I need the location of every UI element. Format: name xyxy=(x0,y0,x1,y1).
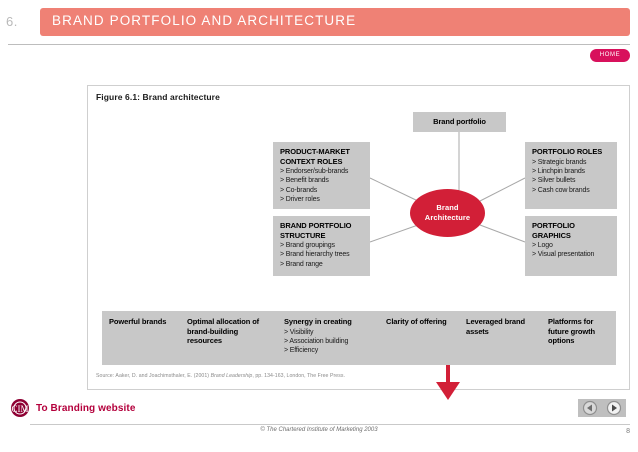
navigation-bar xyxy=(578,399,626,417)
source-title: Brand Leadership xyxy=(210,373,253,379)
node-list-item: > Logo xyxy=(532,242,553,249)
outcome-platforms-for-future-growth: Platforms for future growth options xyxy=(541,311,616,365)
connector-lines xyxy=(369,132,526,243)
node-title-line2: GRAPHICS xyxy=(532,230,571,240)
node-title-line1: BRAND PORTFOLIO xyxy=(280,221,352,230)
node-brand-portfolio-title: Brand portfolio xyxy=(433,117,486,126)
node-list-item: > Co-brands xyxy=(280,186,318,194)
footer-divider xyxy=(30,424,630,425)
branding-website-label: To Branding website xyxy=(36,402,136,414)
node-title-line2: STRUCTURE xyxy=(280,230,326,240)
page-number: 8 xyxy=(626,428,630,435)
header-title-bar: BRAND PORTFOLIO AND ARCHITECTURE xyxy=(40,8,630,36)
node-brand-portfolio: Brand portfolio xyxy=(413,112,506,132)
node-list-item: > Brand groupings xyxy=(280,242,335,249)
outcome-list-item: > Efficiency xyxy=(284,347,319,355)
center-node-brand-architecture: Brand Architecture xyxy=(410,189,485,237)
node-item-list: > Logo > Visual presentation xyxy=(532,241,611,260)
outcome-leveraged-brand-assets: Leveraged brand assets xyxy=(459,311,541,365)
branding-website-link[interactable]: CIM To Branding website xyxy=(10,398,136,418)
home-button-label: HOME xyxy=(599,52,621,58)
outcome-item-list: > Visibility > Association building > Ef… xyxy=(284,328,374,356)
outcome-list-item: > Association building xyxy=(284,338,349,345)
node-list-item: > Silver bullets xyxy=(532,177,576,185)
node-portfolio-roles: PORTFOLIO ROLES > Strategic brands > Lin… xyxy=(525,142,617,209)
outcome-title: Powerful brands xyxy=(109,317,167,326)
source-suffix: , pp. 134-163, London, The Free Press. xyxy=(252,373,345,379)
node-product-market-context-roles: PRODUCT-MARKET CONTEXT ROLES > Endorser/… xyxy=(273,142,370,209)
outcome-title: Clarity of offering xyxy=(386,317,447,326)
node-title-line1: PORTFOLIO xyxy=(532,221,575,230)
cim-logo-icon: CIM xyxy=(11,399,29,417)
node-list-item: > Brand hierarchy trees xyxy=(280,251,350,259)
brand-architecture-diagram: Brand portfolio PRODUCT-MARKET CONTEXT R… xyxy=(88,106,629,311)
node-list-item: > Cash cow brands xyxy=(532,186,590,194)
node-list-item: > Linchpin brands xyxy=(532,167,585,175)
node-title-line2: CONTEXT ROLES xyxy=(280,156,343,166)
outcome-title: Synergy in creating xyxy=(284,317,352,326)
outcome-synergy-in-creating: Synergy in creating > Visibility > Assoc… xyxy=(277,311,379,365)
page-title: BRAND PORTFOLIO AND ARCHITECTURE xyxy=(52,13,357,28)
outcome-clarity-of-offering: Clarity of offering xyxy=(379,311,459,365)
outcome-title: Optimal allocation of brand-building res… xyxy=(187,317,260,346)
node-item-list: > Endorser/sub-brands > Benefit brands >… xyxy=(280,167,364,205)
home-button[interactable]: HOME xyxy=(590,49,630,62)
copyright-text: © The Chartered Institute of Marketing 2… xyxy=(260,427,378,433)
source-prefix: Source: Aaker, D. and Joachimsthaler, E.… xyxy=(96,373,211,379)
figure-title: Figure 6.1: Brand architecture xyxy=(96,92,220,102)
node-list-item: > Brand range xyxy=(280,260,323,268)
node-portfolio-graphics: PORTFOLIO GRAPHICS > Logo > Visual prese… xyxy=(525,216,617,276)
figure-frame: Figure 6.1: Brand architecture Brand por… xyxy=(87,85,630,400)
node-list-item: > Visual presentation xyxy=(532,251,595,259)
next-arrow-icon[interactable] xyxy=(606,400,622,416)
slide-header: 6. BRAND PORTFOLIO AND ARCHITECTURE HOME xyxy=(0,0,638,62)
node-list-item: > Strategic brands xyxy=(532,158,587,166)
outcomes-band: Powerful brands Optimal allocation of br… xyxy=(102,311,616,365)
outcome-title: Leveraged brand assets xyxy=(466,317,525,336)
chapter-number: 6. xyxy=(6,14,18,29)
outcome-list-item: > Visibility xyxy=(284,328,314,336)
outcome-optimal-allocation: Optimal allocation of brand-building res… xyxy=(180,311,277,365)
node-title-line1: PRODUCT-MARKET xyxy=(280,147,350,156)
outcome-powerful-brands: Powerful brands xyxy=(102,311,180,365)
header-divider xyxy=(8,44,630,45)
node-title-line1: PORTFOLIO ROLES xyxy=(532,147,603,156)
node-list-item: > Driver roles xyxy=(280,196,320,204)
svg-text:CIM: CIM xyxy=(11,404,28,414)
outcome-title: Platforms for future growth options xyxy=(548,317,596,346)
node-list-item: > Endorser/sub-brands xyxy=(280,168,349,175)
node-list-item: > Benefit brands xyxy=(280,177,329,185)
node-item-list: > Brand groupings > Brand hierarchy tree… xyxy=(280,241,364,269)
center-node-line1: Brand xyxy=(436,203,459,212)
node-brand-portfolio-structure: BRAND PORTFOLIO STRUCTURE > Brand groupi… xyxy=(273,216,370,276)
figure-source: Source: Aaker, D. and Joachimsthaler, E.… xyxy=(96,373,345,379)
node-item-list: > Strategic brands > Linchpin brands > S… xyxy=(532,158,611,196)
previous-arrow-icon[interactable] xyxy=(582,400,598,416)
center-node-line2: Architecture xyxy=(424,213,471,222)
